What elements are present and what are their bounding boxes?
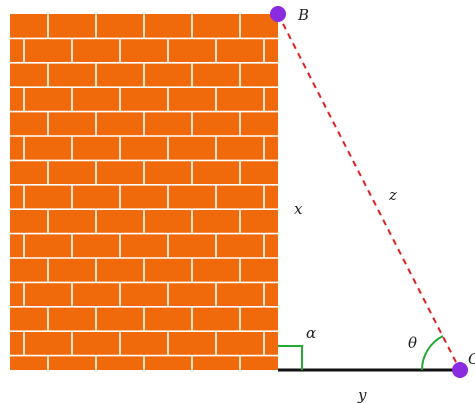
label-side-z: z [388, 186, 397, 204]
label-point-c: C [468, 350, 475, 368]
right-angle-marker [278, 345, 303, 370]
theta-angle-arc [421, 335, 444, 371]
point-b [270, 6, 286, 22]
ladder-line [277, 13, 461, 371]
label-angle-alpha: α [306, 324, 316, 342]
label-point-b: B [297, 6, 309, 24]
label-angle-theta: θ [408, 334, 417, 352]
mortar-lines [10, 14, 278, 370]
point-c [452, 362, 468, 378]
label-side-y: y [357, 386, 367, 403]
label-side-x: x [294, 200, 303, 218]
brick-wall [10, 14, 278, 370]
